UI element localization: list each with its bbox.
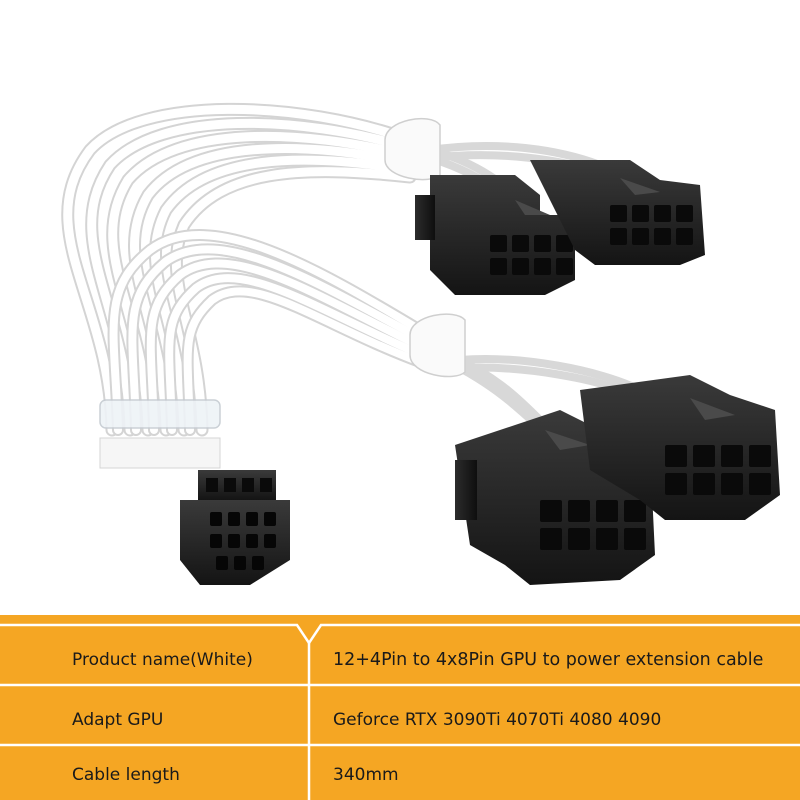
- spec-table: [0, 615, 800, 800]
- spec-value-product-name: 12+4Pin to 4x8Pin GPU to power extension…: [333, 650, 764, 670]
- spec-label-cable-length: Cable length: [72, 765, 180, 785]
- cable-splitter-upper: [384, 117, 441, 181]
- spec-label-product-name: Product name(White): [72, 650, 253, 670]
- product-image: [61, 102, 780, 585]
- cable-comb: [99, 399, 221, 469]
- connector-8pin-upper-right: [530, 160, 705, 265]
- spec-value-adapt-gpu: Geforce RTX 3090Ti 4070Ti 4080 4090: [333, 710, 662, 730]
- connector-8pin-upper-left: [415, 175, 575, 295]
- cable-splitter-lower: [409, 313, 466, 378]
- spec-table-background: [0, 615, 800, 800]
- spec-value-cable-length: 340mm: [333, 765, 399, 785]
- spec-label-adapt-gpu: Adapt GPU: [72, 710, 164, 730]
- connector-8pin-lower-right: [580, 375, 780, 520]
- connector-12vhpwr: [180, 470, 290, 585]
